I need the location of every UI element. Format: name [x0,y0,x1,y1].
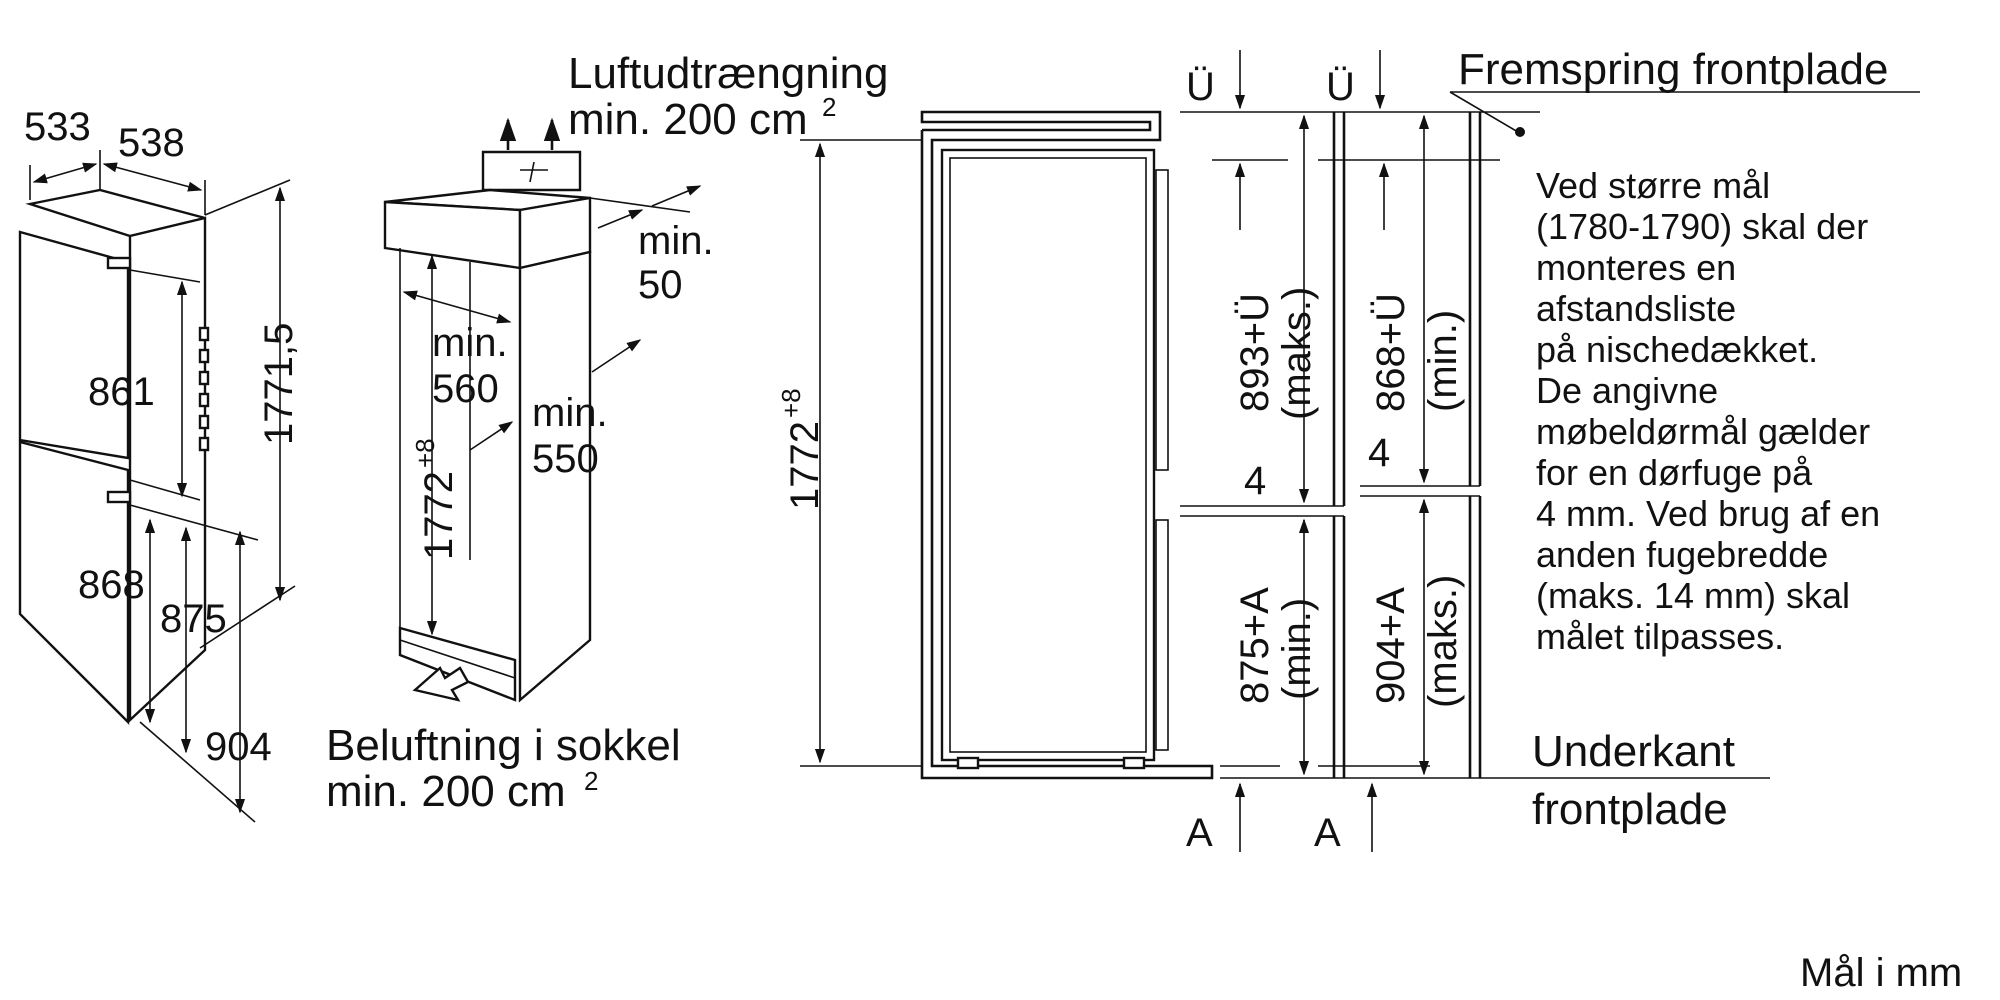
dim-niche-height-middle-sup: +8 [410,438,440,468]
front-projection-label: Fremspring frontplade [1458,45,1888,94]
note-line: anden fugebredde [1536,534,1828,575]
air-in-label-line1: Beluftning i sokkel [326,721,681,770]
dim-niche-height-right-value: 1772 [783,421,827,510]
note-line: De angivne [1536,370,1718,411]
dim-lower-door-904: 904 [205,725,272,769]
plinth [398,626,517,702]
note-line: 4 mm. Ved brug af en [1536,493,1880,534]
note-line: Ved større mål [1536,165,1770,206]
air-out-label-line2: min. 200 cm [568,95,808,144]
dim-904-note: (maks.) [1421,575,1465,708]
hinge-studs [198,326,210,452]
installation-note: Ved større mål (1780-1790) skal der mont… [1536,165,1880,657]
dim-niche-height-middle-value: 1772 [417,471,461,560]
dim-min50-b: 50 [638,263,683,307]
dim-875-note: (min.) [1275,598,1319,700]
appliance-body-inner [949,157,1147,753]
dim-min50-a: min. [638,219,714,263]
air-out-sup: 2 [822,92,836,122]
note-line: for en dørfuge på [1536,452,1813,493]
appliance-iso-view [18,150,296,823]
air-out-label-line1: Luftudtrængning [568,49,888,98]
niche-iso-view [383,117,702,703]
dim-875-a: 875+A [1233,587,1277,704]
appliance-side [128,216,207,723]
niche-top-front [383,200,522,270]
note-line: (1780-1790) skal der [1536,206,1868,247]
dim-upper-door-861: 861 [88,370,155,414]
dim-868-u: 868+Ü [1369,293,1413,412]
appliance-lower-door [18,440,130,725]
side-section-view [800,50,1920,852]
units-note: Mål i mm [1800,951,1962,995]
dim-min550-b: 550 [532,437,599,481]
dim-depth-538: 538 [118,121,185,165]
air-in-label-line2: min. 200 cm [326,767,566,816]
dim-depth-533: 533 [24,105,91,149]
note-line: (maks. 14 mm) skal [1536,575,1850,616]
dim-min550-a: min. [532,391,608,435]
a-label-left: A [1186,811,1213,855]
dim-niche-height-right-sup: +8 [776,388,806,418]
air-in-sup: 2 [584,766,598,796]
u-label-right: Ü [1326,65,1355,109]
leader-dot [1515,127,1525,137]
gap-label-left: 4 [1244,459,1266,503]
dim-height-1771-5: 1771,5 [257,323,301,445]
dim-893-note: (maks.) [1275,287,1319,420]
u-label-left: Ü [1186,65,1215,109]
a-label-right: A [1314,811,1341,855]
dim-niche-height-right: 1772 +8 [776,388,827,510]
dim-868-note: (min.) [1421,310,1465,412]
note-line: målet tilpasses. [1536,616,1784,657]
note-line: møbeldørmål gælder [1536,411,1870,452]
dim-min560-a: min. [432,321,508,365]
appliance-upper-door [18,230,130,460]
bottom-edge-label-line2: frontplade [1532,785,1728,834]
gap-label-right: 4 [1368,431,1390,475]
bottom-edge-label-line1: Underkant [1532,727,1735,776]
note-line: monteres en [1536,247,1736,288]
air-in-arrow [412,666,470,702]
dim-niche-height-middle: 1772 +8 [410,438,461,560]
dim-lower-door-868: 868 [78,563,145,607]
note-line: på nischedækket. [1536,329,1818,370]
dim-893-u: 893+Ü [1233,293,1277,412]
dim-lower-door-875: 875 [160,597,227,641]
dim-min560-b: 560 [432,367,499,411]
note-line: afstandsliste [1536,288,1736,329]
appliance-body [940,148,1156,762]
dim-904-a: 904+A [1369,587,1413,704]
